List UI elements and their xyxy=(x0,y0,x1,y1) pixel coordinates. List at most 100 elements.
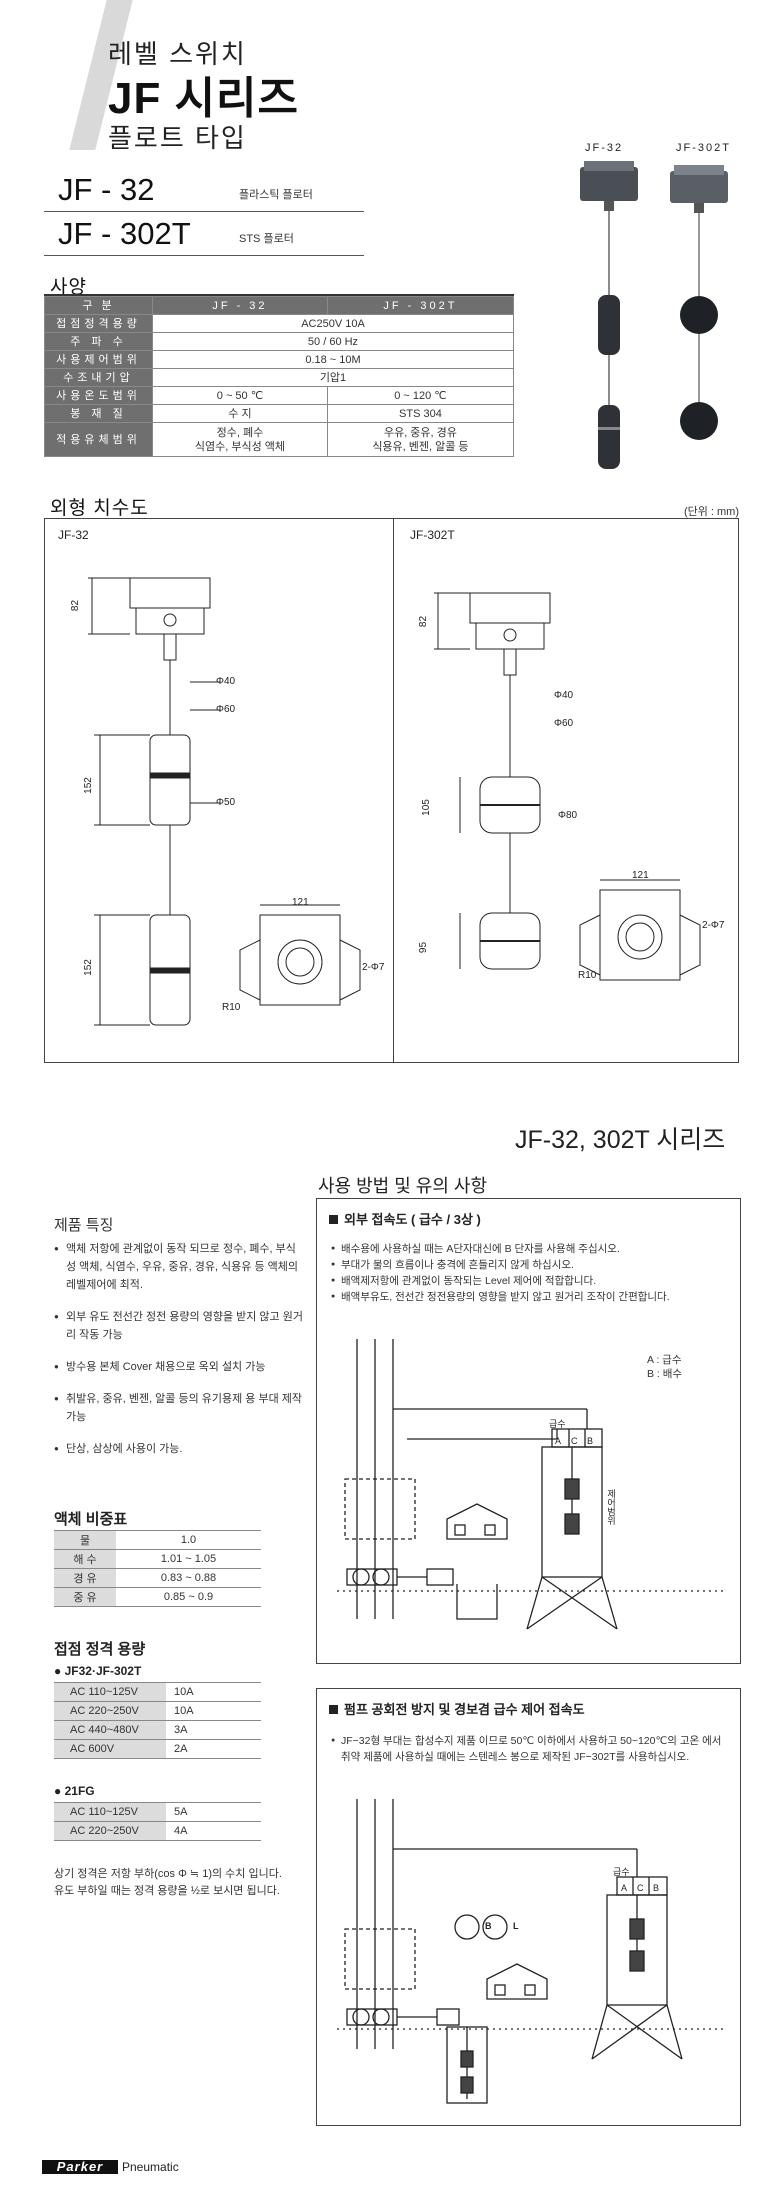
footer-subtitle: Pneumatic xyxy=(122,2160,179,2174)
jf302t-dim-d3: Φ80 xyxy=(558,810,578,821)
diagram2-notes: JF−32형 부대는 합성수지 제품 이므로 50℃ 이하에서 사용하고 50~… xyxy=(331,1733,731,1765)
diagram2-tank-label: 급수 xyxy=(613,1867,630,1877)
rating-label: AC 440~480V xyxy=(54,1720,166,1740)
spec-row: 사용온도범위 0 ~ 50 ℃ 0 ~ 120 ℃ xyxy=(44,386,515,405)
rating-label: AC 220~250V xyxy=(54,1701,166,1721)
rating-value: 2A xyxy=(166,1739,261,1759)
rating-label: AC 110~125V xyxy=(54,1802,166,1822)
feature-item: 외부 유도 전선간 정전 용량의 영향을 받지 않고 원거리 작동 가능 xyxy=(54,1308,304,1344)
model-desc: STS 플로터 xyxy=(239,233,294,245)
rating-label: AC 110~125V xyxy=(54,1682,166,1702)
spec-value: 기압1 xyxy=(152,368,514,387)
gravity-label: 경 유 xyxy=(54,1568,116,1588)
section2-series-title: JF-32, 302T 시리즈 xyxy=(515,1126,726,1154)
gravity-value: 0.83 ~ 0.88 xyxy=(116,1568,261,1588)
spec-label: 봉 재 질 xyxy=(44,404,153,423)
rating-note: 상기 정격은 저항 부하(cos Φ ≒ 1)의 수치 입니다. 유도 부하일 … xyxy=(54,1868,282,1897)
jf302t-dim-d1: Φ40 xyxy=(554,690,574,701)
features-list: 액체 저항에 관계없이 동작 되므로 정수, 폐수, 부식성 액체, 식염수, … xyxy=(54,1240,304,1472)
feature-item: 방수용 본체 Cover 채용으로 옥외 설치 가능 xyxy=(54,1358,304,1376)
spec-row: 주 파 수 50 / 60 Hz xyxy=(44,332,514,351)
diagram1-note: 배액제저항에 관계없이 동작되는 Level 제어에 적합합니다. xyxy=(331,1273,731,1289)
model-row-jf32: JF - 32 플라스틱 플로터 xyxy=(44,168,364,212)
gravity-label: 중 유 xyxy=(54,1587,116,1607)
spec-value: 0.18 ~ 10M xyxy=(152,350,514,369)
diagram2-terminal-c: C xyxy=(637,1883,644,1893)
bullet-square-icon xyxy=(329,1215,338,1224)
usage-title: 사용 방법 및 유의 사항 xyxy=(318,1176,488,1196)
header-type: 플로트 타입 xyxy=(108,123,247,153)
jf302t-dim-h1: 82 xyxy=(418,615,430,628)
diagram1-terminal-b: B xyxy=(587,1436,594,1446)
spec-label: 사용제어범위 xyxy=(44,350,153,369)
rating-title: 접점 정격 용량 xyxy=(54,1641,146,1658)
gravity-label: 해 수 xyxy=(54,1549,116,1569)
dimension-label-jf302t: JF-302T xyxy=(410,528,455,542)
jf32-dim-len1: 152 xyxy=(82,777,94,794)
dimension-divider xyxy=(393,518,394,1063)
jf302t-dim-width: 121 xyxy=(632,870,649,881)
dimensions-title: 외형 치수도 xyxy=(50,498,149,519)
dimensions-unit: (단위 : mm) xyxy=(683,506,739,518)
rating-group1-name: ● JF32·JF-302T xyxy=(54,1664,142,1678)
diagram2-terminal-a: A xyxy=(621,1883,628,1893)
spec-table: 구 분 JF - 32 JF - 302T 접점정격용량 AC250V 10A … xyxy=(44,296,515,457)
features-title: 제품 특징 xyxy=(54,1217,114,1234)
spec-label: 주 파 수 xyxy=(44,332,153,351)
spec-value: 0 ~ 120 ℃ xyxy=(326,386,515,405)
rating-value: 3A xyxy=(166,1720,261,1740)
diagram1-tank-label: 급수 xyxy=(549,1419,566,1429)
diagram1-terminal-c: C xyxy=(571,1436,578,1446)
gravity-value: 1.0 xyxy=(116,1530,261,1550)
gravity-label: 물 xyxy=(54,1530,116,1550)
jf302t-dimension-drawing xyxy=(434,592,701,981)
model-code: JF - 32 xyxy=(58,172,155,207)
spec-label: 적용유체범위 xyxy=(44,422,153,457)
rating-group2-name: ● 21FG xyxy=(54,1784,95,1798)
jf32-dim-hole: 2-Φ7 xyxy=(362,962,385,973)
diagram1-notes: 배수용에 사용하실 때는 A단자대신에 B 단자를 사용해 주십시오. 부대가 … xyxy=(331,1241,731,1305)
jf302t-dim-hole: 2-Φ7 xyxy=(702,920,725,931)
jf302t-dim-d2: Φ60 xyxy=(554,718,574,729)
spec-label: 수조내기압 xyxy=(44,368,153,387)
relay-l-label: L xyxy=(513,1921,519,1931)
spec-value: 50 / 60 Hz xyxy=(152,332,514,351)
diagram1-note: 부대가 물의 흐름이나 충격에 흔들리지 않게 하십시오. xyxy=(331,1257,731,1273)
spec-row: 적용유체범위 정수, 폐수 식염수, 부식성 액체 우유, 중유, 경유 식용유… xyxy=(44,422,515,457)
rating-value: 5A xyxy=(166,1802,261,1822)
spec-value: STS 304 xyxy=(326,404,515,423)
photo-label-jf32: JF-32 xyxy=(585,142,624,154)
dimension-label-jf32: JF-32 xyxy=(58,528,89,542)
spec-value: 우유, 중유, 경유 식용유, 벤젠, 알콜 등 xyxy=(326,422,515,457)
legend-item: A : 급수 xyxy=(647,1354,682,1366)
rating-label: AC 600V xyxy=(54,1739,166,1759)
spec-header-cell: JF - 302T xyxy=(326,296,515,315)
diagram1-note: 배액부유도, 전선간 정전용량의 영향을 받지 않고 원거리 조작이 간편합니다… xyxy=(331,1289,731,1305)
spec-value: 0 ~ 50 ℃ xyxy=(152,386,328,405)
gravity-value: 0.85 ~ 0.9 xyxy=(116,1587,261,1607)
feature-item: 단상, 삼상에 사용이 가능. xyxy=(54,1440,304,1458)
diagram1-wiring-illustration xyxy=(337,1339,727,1630)
jf302t-dim-len1: 105 xyxy=(420,799,432,816)
diagram1-range-label: 제어범위 xyxy=(606,1489,616,1525)
jf32-dim-h1: 82 xyxy=(70,599,82,612)
jf32-dim-radius: R10 xyxy=(222,1002,241,1013)
spec-label: 접점정격용량 xyxy=(44,314,153,333)
jf32-dim-width: 121 xyxy=(292,897,309,908)
spec-row: 사용제어범위 0.18 ~ 10M xyxy=(44,350,514,369)
legend-item: B : 배수 xyxy=(647,1368,683,1380)
spec-header-cell: JF - 32 xyxy=(152,296,328,315)
header-category: 레벨 스위치 xyxy=(108,39,247,69)
jf32-dim-len2: 152 xyxy=(82,959,94,976)
spec-row: 봉 재 질 수 지 STS 304 xyxy=(44,404,515,423)
rating-value: 4A xyxy=(166,1821,261,1841)
diagram1-note: 배수용에 사용하실 때는 A단자대신에 B 단자를 사용해 주십시오. xyxy=(331,1241,731,1257)
spec-row: 수조내기압 기압1 xyxy=(44,368,514,387)
